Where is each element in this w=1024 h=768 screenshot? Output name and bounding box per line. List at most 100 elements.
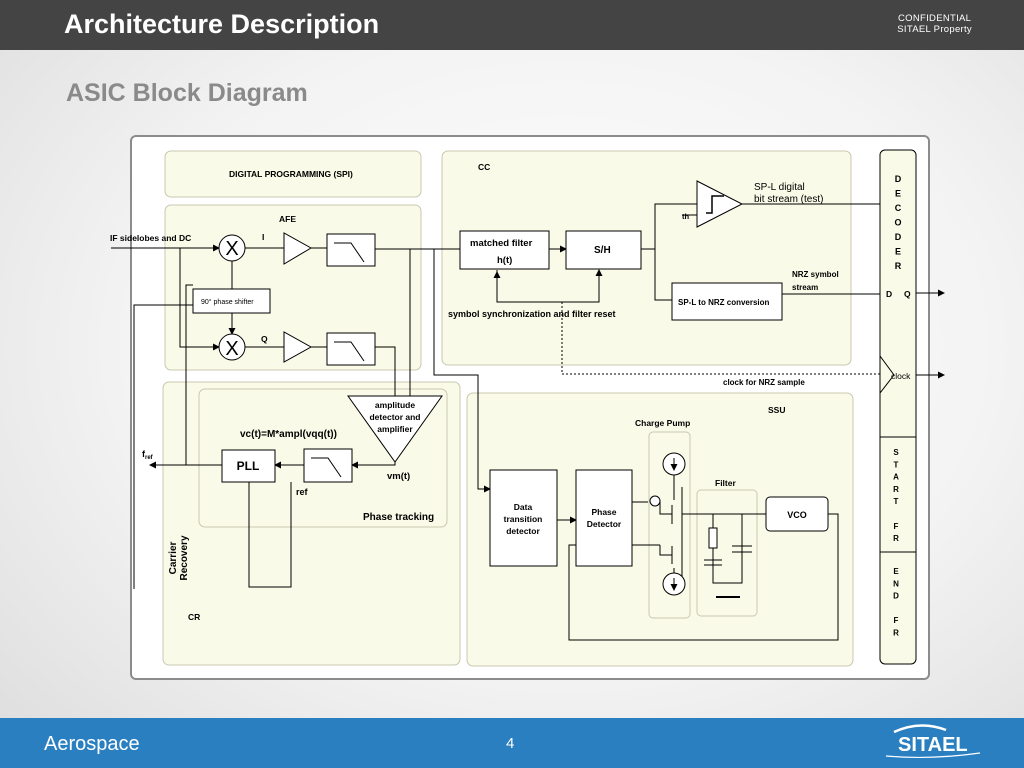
decoder-letter: D	[895, 174, 902, 184]
footer-bar	[0, 718, 1024, 768]
phase-shifter-label: 90° phase shifter	[201, 298, 254, 306]
confidential-notice: CONFIDENTIAL SITAEL Property	[897, 13, 972, 35]
carrier-label: Carrier	[168, 542, 179, 575]
afe-label: AFE	[279, 214, 296, 224]
fref-label: fref	[142, 449, 154, 461]
amplitude-label-2: detector and	[369, 412, 420, 422]
i-amplifier	[283, 232, 313, 265]
pump-node	[649, 495, 661, 507]
pll-lowpass-filter	[303, 448, 353, 483]
sitael-logo: SITAEL	[885, 724, 981, 759]
slide-subtitle: ASIC Block Diagram	[66, 79, 308, 107]
vm-label: vm(t)	[387, 471, 410, 482]
dtd-label-3: detector	[506, 526, 540, 536]
header-bar	[0, 0, 1024, 50]
sample-hold-block	[565, 230, 642, 270]
spi-panel	[164, 150, 422, 198]
filter-label: Filter	[715, 478, 736, 488]
if-input-label: IF sidelobes and DC	[110, 233, 191, 243]
pd-label-1: Phase	[591, 507, 616, 517]
charge-pump-label: Charge Pump	[635, 418, 690, 428]
nrz-symbol-label: NRZ symbol	[792, 270, 839, 279]
decoder-letter: E	[895, 189, 901, 199]
spl-test-label: bit stream (test)	[754, 194, 823, 205]
decoder-letter: O	[894, 218, 901, 228]
i-channel-label: I	[262, 232, 264, 242]
amplitude-detector	[347, 395, 443, 463]
page-number: 4	[506, 735, 515, 752]
sample-hold-label: S/H	[594, 245, 611, 256]
matched-filter-block	[459, 230, 550, 270]
i-mixer	[218, 234, 246, 262]
end-fr-letter: R	[893, 629, 899, 638]
threshold-label: th	[682, 212, 689, 221]
ssu-label: SSU	[768, 405, 785, 415]
vco-block	[765, 496, 829, 532]
clock-input-triangle	[879, 354, 895, 395]
decoder-block	[879, 149, 917, 665]
confidential-line: CONFIDENTIAL	[897, 13, 972, 24]
spl-nrz-label: SP-L to NRZ conversion	[678, 298, 770, 307]
property-line: SITAEL Property	[897, 24, 972, 35]
spi-label: DIGITAL PROGRAMMING (SPI)	[229, 169, 353, 179]
decoder-q-pin: Q	[904, 289, 911, 299]
start-fr-letter: A	[893, 473, 899, 482]
data-transition-detector-block	[489, 469, 558, 567]
pll-block	[221, 449, 276, 483]
q-lowpass-filter	[326, 332, 376, 366]
charge-pump-panel	[648, 431, 691, 619]
vc-equation: vc(t)=M*ampl(vqq(t))	[240, 429, 337, 440]
recovery-label: Recovery	[179, 535, 190, 580]
end-fr-letter: F	[894, 616, 899, 625]
cc-label: CC	[478, 162, 490, 172]
end-fr-letter: E	[893, 567, 899, 576]
matched-filter-label: matched filter	[470, 238, 533, 249]
i-lowpass-filter	[326, 233, 376, 267]
threshold-comparator	[696, 180, 744, 228]
amplitude-label-3: amplifier	[377, 424, 413, 434]
ref-label: ref	[296, 487, 309, 497]
phase-detector-block	[575, 469, 633, 567]
footer-division: Aerospace	[44, 733, 140, 755]
q-amplifier	[283, 331, 313, 363]
symbol-sync-label: symbol synchronization and filter reset	[448, 309, 616, 319]
decoder-d-pin: D	[886, 289, 892, 299]
i-mixer-symbol: X	[225, 238, 238, 260]
q-mixer-symbol: X	[225, 338, 238, 360]
dtd-label-2: transition	[504, 514, 543, 524]
decoder-letter: D	[895, 232, 902, 242]
decoder-clock-pin: clock	[891, 371, 911, 381]
spl-digital-label: SP-L digital	[754, 182, 805, 193]
slide-title: Architecture Description	[64, 9, 380, 39]
clock-nrz-label: clock for NRZ sample	[723, 378, 805, 387]
phase-tracking-label: Phase tracking	[363, 512, 434, 523]
fref-main: f	[142, 449, 146, 459]
matched-filter-transfer: h(t)	[497, 255, 512, 266]
vco-label: VCO	[787, 510, 807, 520]
end-fr-letter: D	[893, 592, 899, 601]
svg-text:SITAEL: SITAEL	[898, 734, 968, 756]
start-fr-letter: F	[894, 522, 899, 531]
dtd-label-1: Data	[514, 502, 533, 512]
cr-label: CR	[188, 612, 200, 622]
q-channel-label: Q	[261, 334, 268, 344]
pd-label-2: Detector	[587, 519, 622, 529]
pll-label: PLL	[237, 459, 260, 473]
nrz-stream-label: stream	[792, 283, 818, 292]
comparator-step-icon	[706, 195, 724, 214]
start-fr-letter: R	[893, 485, 899, 494]
spl-to-nrz-block	[671, 282, 783, 321]
q-mixer	[218, 333, 246, 361]
phase-shifter-block	[192, 288, 271, 314]
fref-sub: ref	[145, 455, 154, 461]
start-fr-letter: S	[893, 448, 899, 457]
amplitude-label-1: amplitude	[375, 400, 415, 410]
start-fr-letter: T	[894, 460, 899, 469]
start-fr-letter: T	[894, 497, 899, 506]
decoder-letter: C	[895, 203, 902, 213]
decoder-letter: E	[895, 247, 901, 257]
filter-resistor	[708, 527, 718, 549]
